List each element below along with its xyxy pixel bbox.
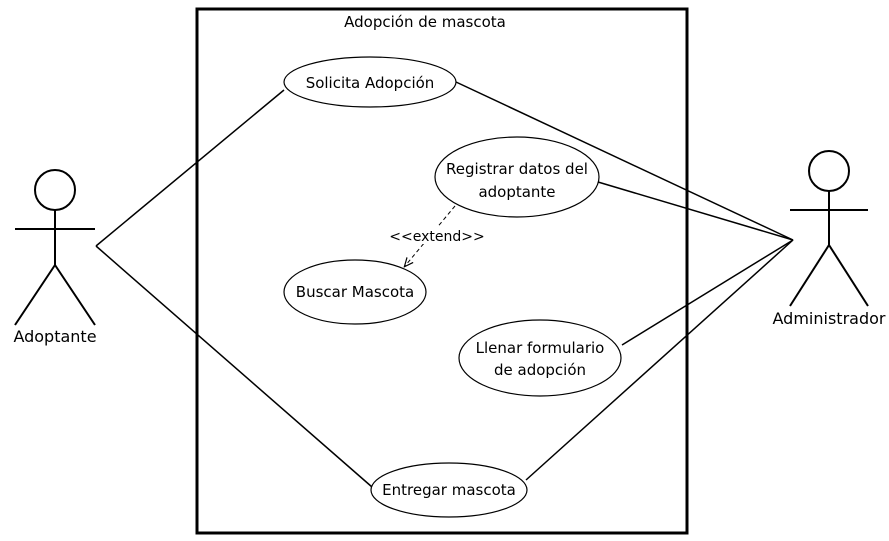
usecase-solicita-adopcion[interactable]: Solicita Adopción	[283, 56, 457, 108]
association-administrador-entregar	[525, 239, 794, 481]
usecase-ellipse	[458, 319, 622, 397]
actor-label: Adoptante	[13, 327, 96, 346]
usecase-label-line-1: Llenar formulario	[476, 339, 605, 357]
usecase-ellipse	[370, 462, 528, 518]
usecase-label: Solicita Adopción	[306, 74, 435, 92]
association-administrador-solicita	[455, 81, 794, 241]
association-administrador-registrar	[597, 181, 794, 241]
extend-label-bg	[390, 226, 486, 244]
usecase-label-line-2: adoptante	[478, 183, 555, 201]
usecase-ellipse	[434, 136, 600, 218]
actor-label: Administrador	[773, 309, 886, 328]
usecase-label: Entregar mascota	[382, 481, 516, 499]
association-administrador-llenar	[621, 239, 794, 346]
usecase-label-line-2: de adopción	[494, 361, 586, 379]
usecase-label-line-1: Registrar datos del	[446, 160, 588, 178]
stick-figure-icon	[14, 169, 96, 326]
system-boundary	[195, 7, 689, 535]
usecase-entregar-mascota[interactable]: Entregar mascota	[370, 462, 528, 518]
association-adoptante-solicita	[95, 89, 285, 247]
actor-administrador[interactable]: Administrador	[773, 150, 886, 328]
usecase-label: Buscar Mascota	[296, 283, 414, 301]
extend-arrow	[405, 205, 456, 266]
system-title: Adopción de mascota	[344, 13, 506, 31]
usecase-registrar-datos[interactable]: Registrar datos del adoptante	[434, 136, 600, 218]
usecase-llenar-formulario[interactable]: Llenar formulario de adopción	[458, 319, 622, 397]
actor-adoptante[interactable]: Adoptante	[13, 169, 97, 346]
stick-figure-icon	[789, 150, 869, 307]
usecase-ellipse	[283, 259, 427, 325]
association-adoptante-entregar	[95, 245, 373, 488]
extend-label: <<extend>>	[389, 229, 484, 245]
usecase-buscar-mascota[interactable]: Buscar Mascota	[283, 259, 427, 325]
usecase-ellipse	[283, 56, 457, 108]
